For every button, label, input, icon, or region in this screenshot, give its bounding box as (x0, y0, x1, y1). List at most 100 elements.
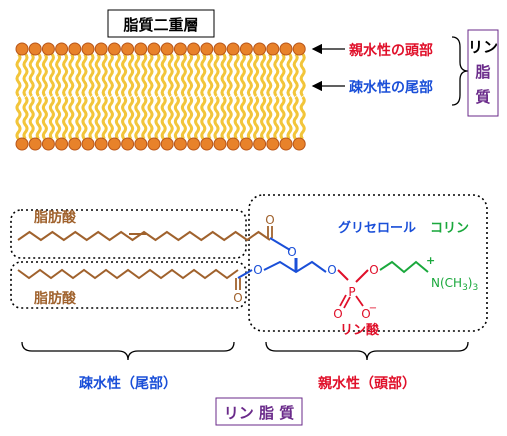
lipid-tail (154, 96, 161, 140)
lipid-tail (88, 96, 95, 140)
lipid-tail (81, 96, 88, 140)
fatty-acid-label-top: 脂肪酸 (33, 209, 77, 226)
lipid-tail (173, 96, 180, 140)
lipid-tail (114, 96, 121, 140)
phospholipid-side-box (467, 29, 499, 117)
lipid-tail (299, 96, 306, 140)
lipid-head-top (55, 42, 69, 56)
lipid-tail (180, 53, 187, 97)
lipid-tail (266, 53, 273, 97)
head-label: 親水性の頭部 (349, 42, 433, 59)
lipid-head-top (239, 42, 253, 56)
choline-plus-sign: + (426, 254, 435, 267)
lipid-head-bottom (68, 137, 82, 151)
phosphate-bond-right (355, 269, 369, 283)
head-group-box (248, 194, 488, 332)
phosphate-o-minus: O (361, 307, 370, 321)
lipid-tail (194, 53, 201, 97)
choline-label: コリン (430, 221, 469, 236)
lipid-tail (15, 53, 22, 97)
phosphate-minus-sign: − (369, 303, 377, 314)
lipid-tail (292, 53, 299, 97)
lipid-head-bottom (107, 137, 121, 151)
lipid-tail (147, 53, 154, 97)
lipid-tail (62, 53, 69, 97)
lipid-tail (286, 53, 293, 97)
lipid-tail (207, 96, 214, 140)
lipid-tail (207, 53, 214, 97)
lipid-tail (273, 53, 280, 97)
lipid-head-bottom (292, 137, 306, 151)
lipid-head-bottom (41, 137, 55, 151)
side-label-2: 脂 (475, 63, 490, 81)
phosphate-bond-left (337, 269, 349, 281)
lipid-tail (141, 53, 148, 97)
bilayer-title-box (107, 9, 215, 38)
lipid-tail (48, 53, 55, 97)
fatty-acid-label-bottom: 脂肪酸 (33, 290, 77, 307)
choline-nitrogen-group: N(CH3)3 (431, 276, 478, 293)
lipid-tail (141, 96, 148, 140)
lipid-tail (253, 96, 260, 140)
lipid-tail (154, 53, 161, 97)
lipid-tail (55, 53, 62, 97)
lipid-tail (213, 53, 220, 97)
lipid-tail (28, 96, 35, 140)
phosphate-double-bond-2 (343, 296, 351, 309)
lipid-tail (213, 96, 220, 140)
lipid-tail (167, 96, 174, 140)
lipid-tail (68, 96, 75, 140)
glycerol-o-top: O (287, 245, 296, 259)
lipid-tail (107, 96, 114, 140)
lipid-tail (180, 96, 187, 140)
side-label-1: リン (468, 38, 498, 56)
lipid-head-bottom (81, 137, 95, 151)
ester-bond-bottom (237, 269, 253, 279)
lipid-head-top (81, 42, 95, 56)
lipid-tail (266, 96, 273, 140)
carbonyl-o-top: O (265, 213, 274, 227)
lipid-tail (48, 96, 55, 140)
lipid-tail (134, 53, 141, 97)
lipid-tail (134, 96, 141, 140)
lipid-head-top (173, 42, 187, 56)
lipid-tail (226, 96, 233, 140)
lipid-tail (101, 53, 108, 97)
phosphate-double-bond (339, 294, 347, 307)
lipid-tail (246, 53, 253, 97)
lipid-tail (220, 53, 227, 97)
lipid-tail (233, 96, 240, 140)
lipid-tail (160, 53, 167, 97)
bilayer-title: 脂質二重層 (123, 16, 198, 34)
lipid-tail (239, 53, 246, 97)
lipid-tail (94, 96, 101, 140)
lipid-head-bottom (28, 137, 42, 151)
hydrophobic-brace (21, 341, 235, 361)
lipid-tail (273, 96, 280, 140)
lipid-tail (187, 53, 194, 97)
lipid-tail (62, 96, 69, 140)
lipid-bilayer (15, 42, 306, 151)
carbonyl-o-bottom: O (233, 291, 242, 305)
lipid-tail (121, 96, 128, 140)
phosphate-o-right: O (369, 263, 378, 277)
bilayer-brace (451, 36, 469, 106)
lipid-head-top (68, 42, 82, 56)
lipid-tail (292, 96, 299, 140)
lipid-head-top (41, 42, 55, 56)
lipid-tail (94, 53, 101, 97)
lipid-tail (128, 96, 135, 140)
lipid-tail (200, 96, 207, 140)
lipid-head-bottom (134, 137, 148, 151)
lipid-head-bottom (226, 137, 240, 151)
lipid-head-bottom (187, 137, 201, 151)
lipid-tail (260, 53, 267, 97)
lipid-head-bottom (266, 137, 280, 151)
lipid-tail (147, 96, 154, 140)
lipid-tail (194, 96, 201, 140)
lipid-tail (299, 53, 306, 97)
lipid-tail (22, 53, 29, 97)
phosphorus-atom: P (348, 285, 355, 299)
lipid-head-top (279, 42, 293, 56)
